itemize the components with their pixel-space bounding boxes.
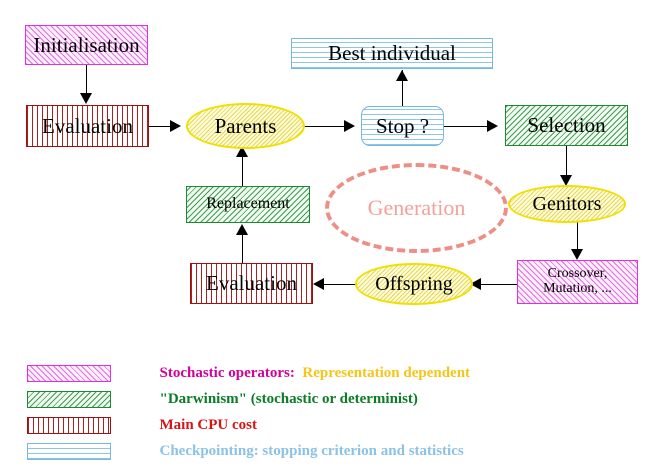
- arrowhead-up-replacement: [236, 224, 248, 235]
- edge-offspring-to-evaluation: [322, 284, 358, 285]
- legend-swatch-red-vertical-hatch: [27, 417, 111, 434]
- edge-evaluation-to-parents: [148, 126, 177, 127]
- arrowhead-down-crossover: [571, 249, 583, 260]
- legend-row-stochastic-operators: Stochastic operators: Representation dep…: [27, 348, 470, 399]
- legend-row-main-cpu-cost: Main CPU cost: [27, 400, 257, 451]
- legend-text-part1: Checkpointing: stopping criterion and st…: [159, 443, 464, 459]
- edge-initialisation-to-evaluation: [86, 64, 87, 93]
- node-parents-label: Parents: [214, 113, 277, 138]
- legend-label-stochastic-operators: Stochastic operators: Representation dep…: [137, 348, 471, 399]
- legend-label-darwinism: "Darwinism" (stochastic or determinist): [137, 374, 418, 425]
- node-parents[interactable]: Parents: [186, 103, 305, 149]
- legend-label-main-cpu-cost: Main CPU cost: [137, 400, 258, 451]
- arrowhead-right-parents: [170, 120, 181, 132]
- legend-text-part1: Stochastic operators:: [159, 365, 295, 381]
- edge-crossover-to-offspring: [478, 284, 518, 285]
- node-evaluation-bottom[interactable]: Evaluation: [190, 263, 313, 304]
- legend-swatch-blue-horizontal-hatch: [27, 443, 111, 460]
- legend-swatch-magenta-diagonal-hatch: [27, 365, 111, 382]
- legend-text-part1: Main CPU cost: [159, 417, 258, 433]
- node-genitors-label: Genitors: [532, 192, 602, 215]
- node-generation-label: Generation: [367, 195, 466, 220]
- node-offspring[interactable]: Offspring: [355, 263, 473, 305]
- node-evaluation-bottom-label: Evaluation: [206, 271, 297, 296]
- legend-row-checkpointing: Checkpointing: stopping criterion and st…: [27, 426, 464, 471]
- node-replacement[interactable]: Replacement: [186, 186, 310, 223]
- edge-parents-to-stop: [303, 126, 351, 127]
- legend-label-checkpointing: Checkpointing: stopping criterion and st…: [137, 426, 464, 471]
- legend-row-darwinism: "Darwinism" (stochastic or determinist): [27, 374, 418, 425]
- arrowhead-up-parents: [236, 146, 248, 157]
- node-evaluation-top-label: Evaluation: [42, 113, 133, 138]
- edge-stop-to-selection: [443, 126, 493, 127]
- legend-text-part1: "Darwinism" (stochastic or determinist): [159, 391, 418, 407]
- edge-evaluation-to-replacement: [242, 228, 243, 264]
- node-best-individual[interactable]: Best individual: [291, 38, 493, 69]
- legend-text-part2: Representation dependent: [294, 365, 471, 381]
- node-replacement-label: Replacement: [206, 195, 290, 213]
- node-genitors[interactable]: Genitors: [508, 185, 626, 223]
- arrowhead-up-best-individual: [396, 70, 408, 81]
- edge-stop-to-best-individual: [402, 70, 403, 106]
- node-selection[interactable]: Selection: [505, 105, 628, 146]
- edge-genitors-to-crossover: [577, 221, 578, 251]
- node-evaluation-top[interactable]: Evaluation: [26, 105, 149, 147]
- node-stop-label: Stop ?: [375, 113, 430, 138]
- arrowhead-left-offspring: [470, 278, 481, 290]
- node-offspring-label: Offspring: [375, 272, 453, 295]
- node-crossover-mutation-label: Crossover, Mutation, ...: [543, 266, 612, 296]
- arrowhead-right-selection: [487, 120, 498, 132]
- edge-selection-to-genitors: [566, 145, 567, 178]
- node-generation-loop: Generation: [325, 163, 508, 253]
- arrowhead-down-initialisation: [80, 93, 92, 104]
- node-selection-label: Selection: [527, 113, 606, 138]
- node-stop[interactable]: Stop ?: [361, 106, 444, 146]
- legend-swatch-green-diagonal-hatch: [27, 391, 111, 408]
- node-crossover-mutation[interactable]: Crossover, Mutation, ...: [517, 260, 638, 304]
- arrowhead-left-evaluation-bottom: [313, 278, 324, 290]
- node-initialisation[interactable]: Initialisation: [25, 25, 148, 65]
- edge-replacement-to-parents: [242, 150, 243, 187]
- arrowhead-right-stop: [344, 120, 355, 132]
- arrowhead-down-genitors: [560, 175, 572, 186]
- node-initialisation-label: Initialisation: [33, 32, 140, 57]
- node-best-individual-label: Best individual: [328, 41, 456, 66]
